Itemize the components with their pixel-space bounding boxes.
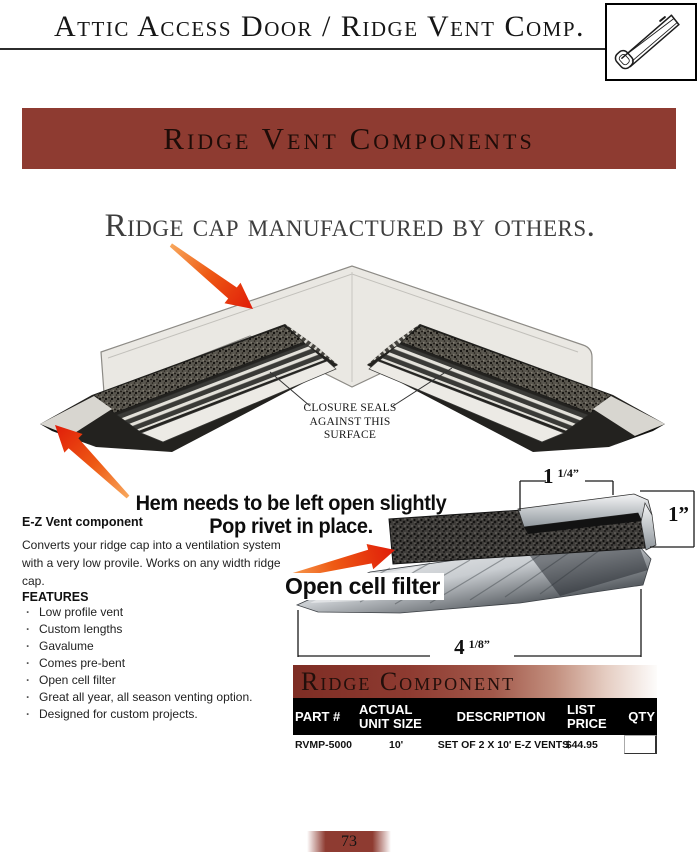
col-qty: QTY bbox=[628, 708, 655, 724]
bullet-icon: · bbox=[26, 656, 30, 670]
cell-price: $44.95 bbox=[565, 738, 598, 751]
page-title: Attic Access Door / Ridge Vent Comp. bbox=[54, 10, 585, 43]
feature-item: ·Custom lengths bbox=[26, 622, 123, 636]
dim-label-top-width: 1 1/4” bbox=[543, 464, 579, 488]
illustration-heading: Ridge cap manufactured by others. bbox=[104, 208, 596, 244]
parts-table: Ridge Component PART # ACTUAL UNIT SIZE … bbox=[293, 665, 657, 754]
bullet-icon: · bbox=[26, 622, 30, 636]
col-part: PART # bbox=[295, 708, 341, 724]
bullet-icon: · bbox=[26, 605, 30, 619]
cell-description: SET OF 2 X 10' E-Z VENTS bbox=[437, 738, 570, 751]
dim-label-bottom-length: 4 1/8” bbox=[430, 635, 514, 660]
open-cell-filter-label: Open cell filter bbox=[281, 573, 444, 600]
ez-vent-description: Converts your ridge cap into a ventilati… bbox=[22, 538, 281, 588]
col-description: DESCRIPTION bbox=[456, 708, 546, 724]
section-banner: Ridge Vent Components bbox=[22, 108, 676, 169]
cell-part: RVMP-5000 bbox=[295, 738, 353, 751]
section-title: Ridge Vent Components bbox=[163, 120, 535, 156]
feature-item: ·Open cell filter bbox=[26, 673, 116, 687]
bullet-icon: · bbox=[26, 673, 30, 687]
dim-label-right-height: 1” bbox=[666, 502, 691, 527]
table-row: RVMP-5000 10' SET OF 2 X 10' E-Z VENTS $… bbox=[293, 735, 657, 754]
page-number-footer: 73 bbox=[307, 831, 391, 852]
bullet-icon: · bbox=[26, 707, 30, 721]
ridge-cap bbox=[100, 265, 593, 394]
col-size: ACTUAL UNIT SIZE bbox=[359, 701, 422, 731]
closure-seals-note: CLOSURE SEALS AGAINST THIS SURFACE bbox=[303, 402, 397, 441]
table-title: Ridge Component bbox=[301, 666, 516, 696]
header-divider bbox=[0, 48, 606, 50]
ridge-channel-icon bbox=[614, 14, 680, 70]
feature-item: ·Gavalume bbox=[26, 639, 94, 653]
feature-item: ·Comes pre-bent bbox=[26, 656, 126, 670]
feature-item: ·Low profile vent bbox=[26, 605, 124, 619]
col-price: LIST PRICE bbox=[567, 701, 607, 731]
qty-input-box[interactable] bbox=[624, 735, 657, 754]
hem-note: Hem needs to be left open slightly Pop r… bbox=[135, 492, 447, 538]
cell-size: 10' bbox=[388, 738, 404, 751]
features-heading: FEATURES bbox=[22, 590, 89, 604]
bullet-icon: · bbox=[26, 690, 30, 704]
bullet-icon: · bbox=[26, 639, 30, 653]
red-arrow-hem bbox=[55, 425, 130, 499]
table-header-row: PART # ACTUAL UNIT SIZE DESCRIPTION LIST… bbox=[293, 698, 657, 735]
features-list: ·Low profile vent ·Custom lengths ·Gaval… bbox=[26, 604, 316, 723]
feature-item: ·Designed for custom projects. bbox=[26, 707, 198, 721]
red-arrow-ridge-cap bbox=[169, 243, 253, 309]
feature-item: ·Great all year, all season venting opti… bbox=[26, 690, 253, 704]
ez-vent-heading: E-Z Vent component bbox=[22, 515, 143, 529]
table-title-banner: Ridge Component bbox=[293, 665, 657, 698]
page-number: 73 bbox=[341, 832, 357, 850]
product-thumbnail-box bbox=[605, 3, 697, 81]
